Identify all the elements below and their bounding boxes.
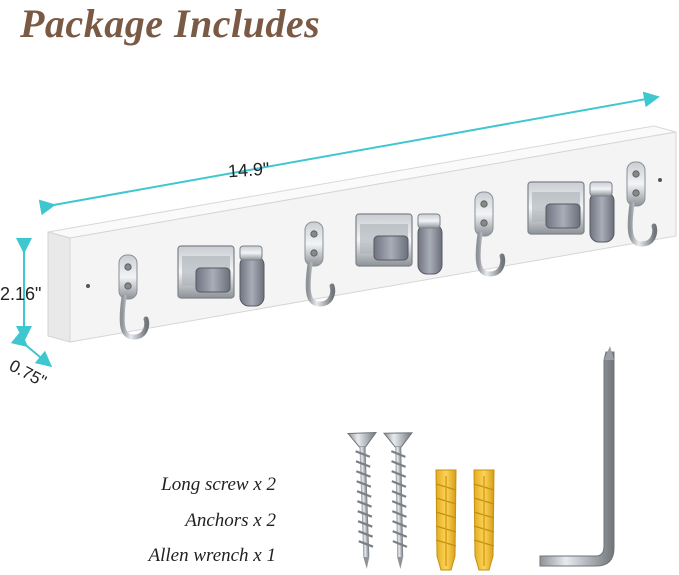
- page-title: Package Includes: [20, 1, 321, 46]
- long-screw-2: [382, 431, 416, 571]
- long-screw-1: [346, 431, 382, 571]
- anchor-2: [473, 469, 495, 571]
- allen-wrench: [539, 346, 615, 567]
- contents-item-long-screw: Long screw x 2: [161, 474, 276, 495]
- contents-item-allen-wrench: Allen wrench x 1: [148, 545, 276, 566]
- contents-item-anchors: Anchors x 2: [185, 510, 276, 531]
- width-dimension-label: 14.9": [227, 158, 271, 182]
- mop-clamp-1: [177, 245, 265, 307]
- mop-clamp-2: [355, 213, 443, 275]
- height-dimension-label: 2.16": [0, 284, 42, 304]
- mop-clamp-3: [527, 181, 615, 243]
- depth-arrow: [10, 330, 53, 368]
- anchor-1: [435, 469, 457, 571]
- width-arrow: [38, 91, 660, 216]
